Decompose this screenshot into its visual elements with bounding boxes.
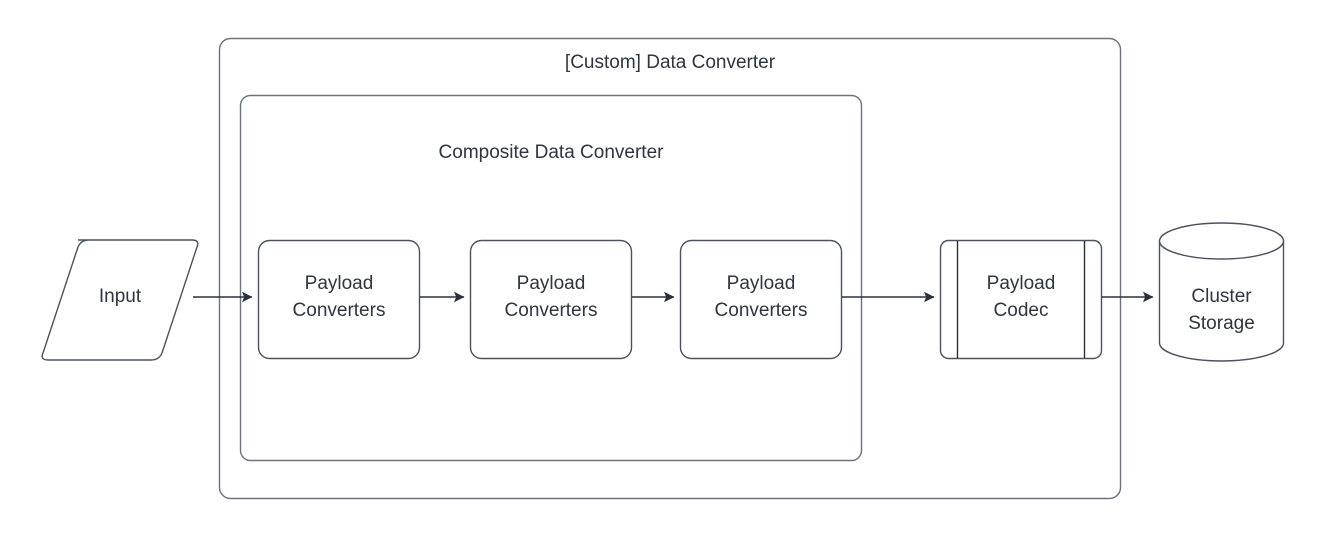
payload-converters-2-shape	[469, 239, 633, 360]
cluster-storage-top-ellipse	[1158, 222, 1285, 260]
node-cluster-storage[interactable]: Cluster Storage	[1158, 222, 1285, 362]
cluster-storage-body	[1158, 240, 1285, 362]
payload-codec-label-line2: Codec	[994, 300, 1049, 321]
node-input-label: Input	[99, 286, 142, 307]
node-payload-converters-2[interactable]: Payload Converters	[469, 239, 633, 360]
payload-codec-label-line1: Payload	[987, 273, 1056, 294]
cluster-storage-label-line1: Cluster	[1191, 286, 1252, 307]
payload-converters-1-shape	[257, 239, 421, 360]
input-parallelogram-shape	[41, 239, 199, 361]
payload-converters-2-label-line2: Converters	[505, 300, 598, 321]
outer-container-border	[218, 37, 1122, 500]
node-payload-codec[interactable]: Payload Codec	[939, 239, 1103, 360]
payload-converters-3-label-line1: Payload	[727, 273, 796, 294]
payload-converters-3-shape	[679, 239, 843, 360]
node-input[interactable]: Input	[41, 239, 199, 361]
cluster-storage-label-line2: Storage	[1188, 313, 1255, 334]
outer-container-label: [Custom] Data Converter	[565, 52, 776, 73]
payload-converters-1-label-line1: Payload	[305, 273, 374, 294]
outer-container-custom-data-converter[interactable]: [Custom] Data Converter	[218, 37, 1122, 500]
node-payload-converters-1[interactable]: Payload Converters	[257, 239, 421, 360]
node-payload-converters-3[interactable]: Payload Converters	[679, 239, 843, 360]
inner-container-label: Composite Data Converter	[439, 142, 665, 163]
payload-converters-1-label-line2: Converters	[293, 300, 386, 321]
inner-container-composite-data-converter[interactable]: Composite Data Converter	[239, 94, 863, 462]
payload-codec-shape	[939, 239, 1103, 360]
payload-converters-2-label-line1: Payload	[517, 273, 586, 294]
inner-container-border	[239, 94, 863, 462]
payload-converters-3-label-line2: Converters	[715, 300, 808, 321]
